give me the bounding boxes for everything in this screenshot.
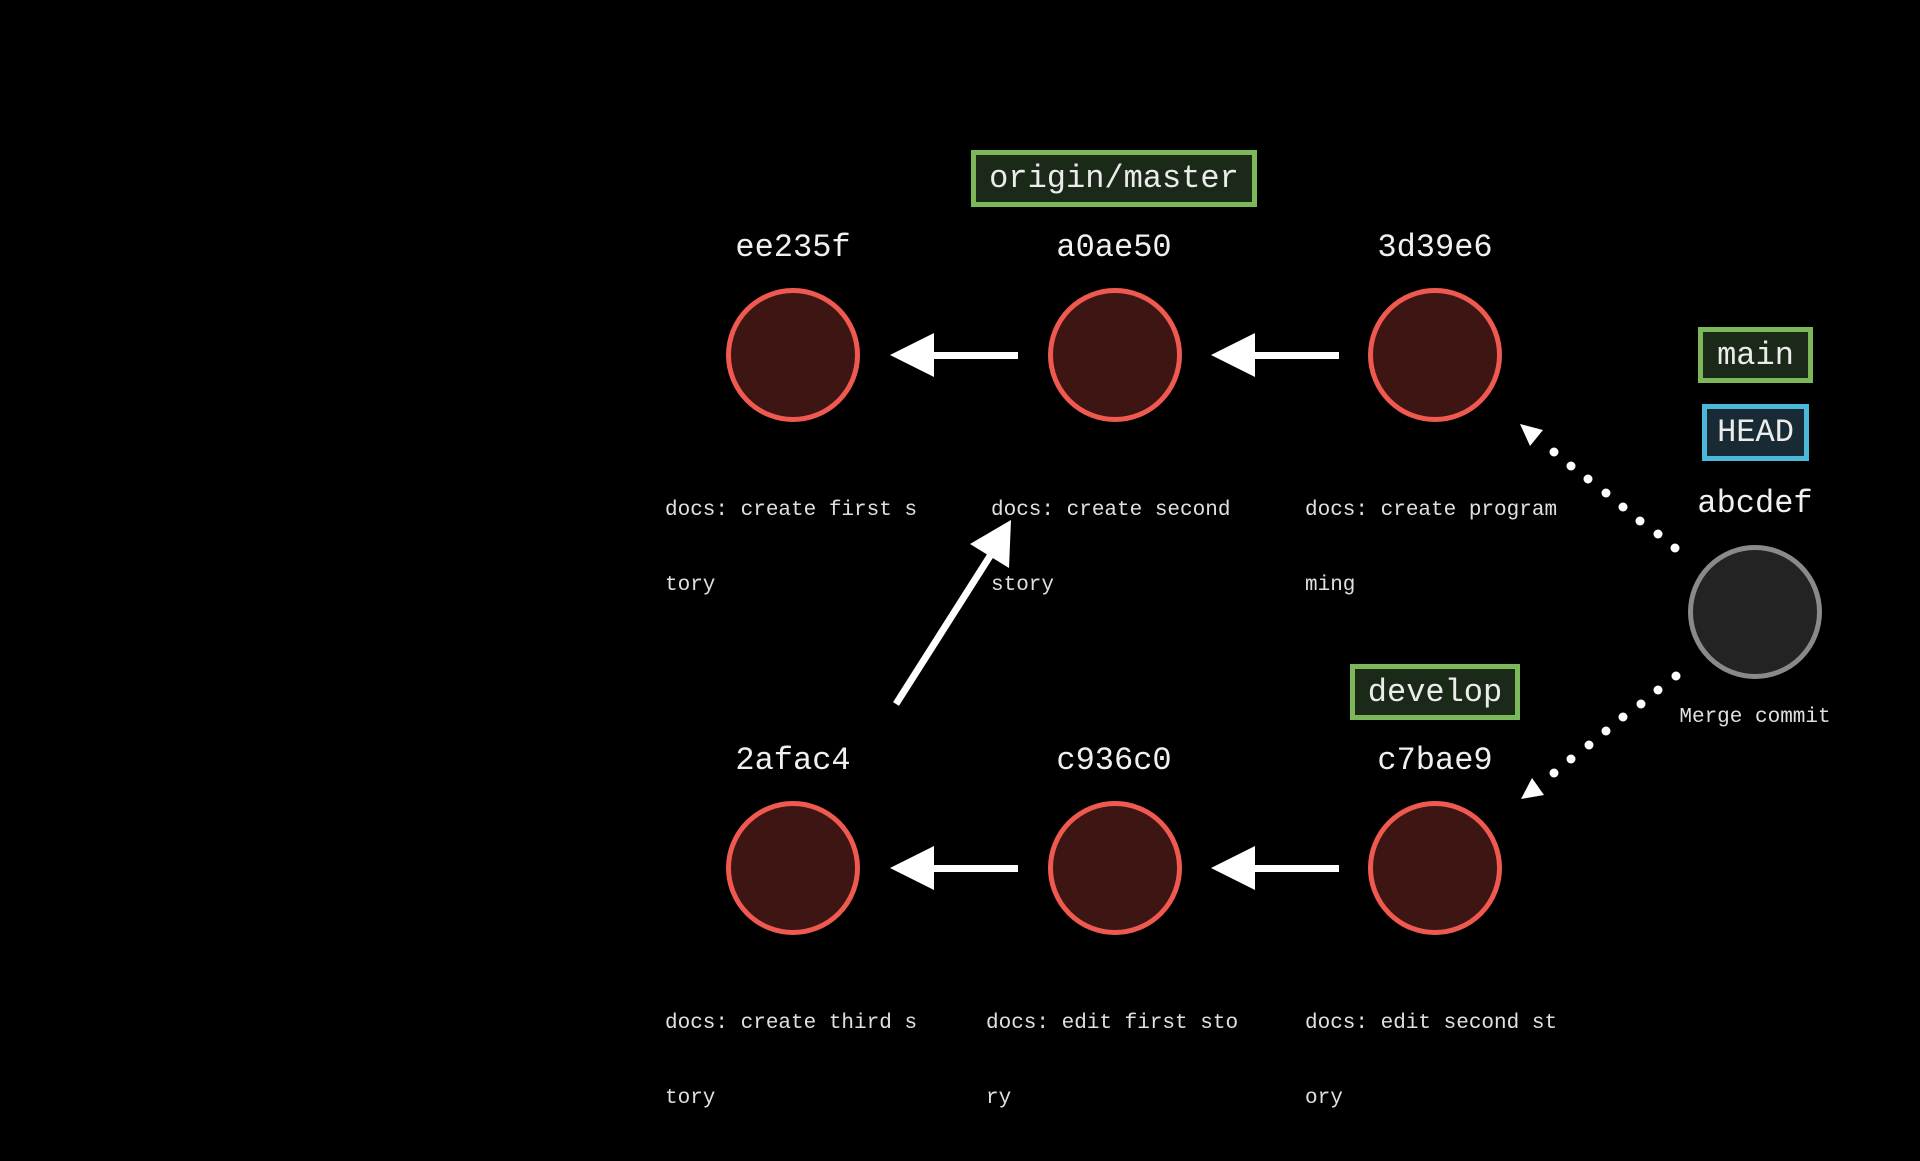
commit-message-line: tory	[665, 574, 716, 597]
edge-c7bae9-to-c936c0	[1211, 846, 1339, 890]
commit-message: docs: edit first sto ry	[986, 961, 1238, 1161]
git-graph-diagram: origin/master main HEAD develop ee235f d…	[665, 150, 1831, 1110]
edges-layer	[890, 333, 1681, 890]
branch-label-origin-master: origin/master	[971, 150, 1257, 207]
commit-message-line: docs: create first s	[665, 499, 918, 522]
head-name: HEAD	[1717, 414, 1794, 451]
branch-name: develop	[1367, 673, 1503, 711]
merge-commit-message: Merge commit	[1679, 706, 1831, 729]
branch-label-develop: develop	[1350, 664, 1520, 720]
commit-message: docs: create second story	[991, 448, 1230, 648]
edge-c936c0-to-2afac4	[890, 846, 1018, 890]
commit-message-line: docs: edit first sto	[986, 1012, 1239, 1035]
commit-hash: a0ae50	[1056, 229, 1172, 266]
commit-message-line: docs: create program	[1305, 499, 1558, 522]
commit-message-line: ry	[986, 1087, 1012, 1110]
commit-message-line: docs: create second	[991, 499, 1231, 522]
branch-name: main	[1717, 336, 1794, 374]
merge-commit-hash: abcdef	[1697, 485, 1813, 522]
commit-hash: c936c0	[1056, 742, 1172, 779]
commit-hash: c7bae9	[1377, 742, 1493, 779]
commit-node-a0ae50[interactable]	[1048, 288, 1182, 422]
commit-message: docs: edit second st ory	[1305, 961, 1557, 1161]
commit-message-line: story	[991, 574, 1055, 597]
edge-abcdef-to-c7bae9	[1521, 671, 1681, 799]
edge-2afac4-to-a0ae50	[893, 520, 1011, 706]
commit-message-line: docs: create third s	[665, 1012, 918, 1035]
commit-message-line: docs: edit second st	[1305, 1012, 1558, 1035]
commit-hash: 2afac4	[735, 742, 851, 779]
commit-message-line: ory	[1305, 1087, 1343, 1110]
edge-3d39e6-to-a0ae50	[1211, 333, 1339, 377]
commit-node-c936c0[interactable]	[1048, 801, 1182, 935]
commit-hash: 3d39e6	[1377, 229, 1493, 266]
commit-node-abcdef[interactable]	[1688, 545, 1822, 679]
commit-message: docs: create third s tory	[665, 961, 917, 1161]
commit-node-2afac4[interactable]	[726, 801, 860, 935]
branch-label-main: main	[1698, 327, 1813, 383]
commit-node-3d39e6[interactable]	[1368, 288, 1502, 422]
edge-a0ae50-to-ee235f	[890, 333, 1018, 377]
branch-name: origin/master	[989, 160, 1239, 197]
commit-message: docs: create program ming	[1305, 448, 1557, 648]
commit-message-line: tory	[665, 1087, 716, 1110]
commit-hash: ee235f	[735, 229, 851, 266]
head-label: HEAD	[1702, 404, 1809, 461]
commit-message-line: ming	[1305, 574, 1356, 597]
commit-message: docs: create first s tory	[665, 448, 917, 648]
commit-node-c7bae9[interactable]	[1368, 801, 1502, 935]
edge-abcdef-to-3d39e6	[1520, 424, 1680, 553]
commit-node-ee235f[interactable]	[726, 288, 860, 422]
